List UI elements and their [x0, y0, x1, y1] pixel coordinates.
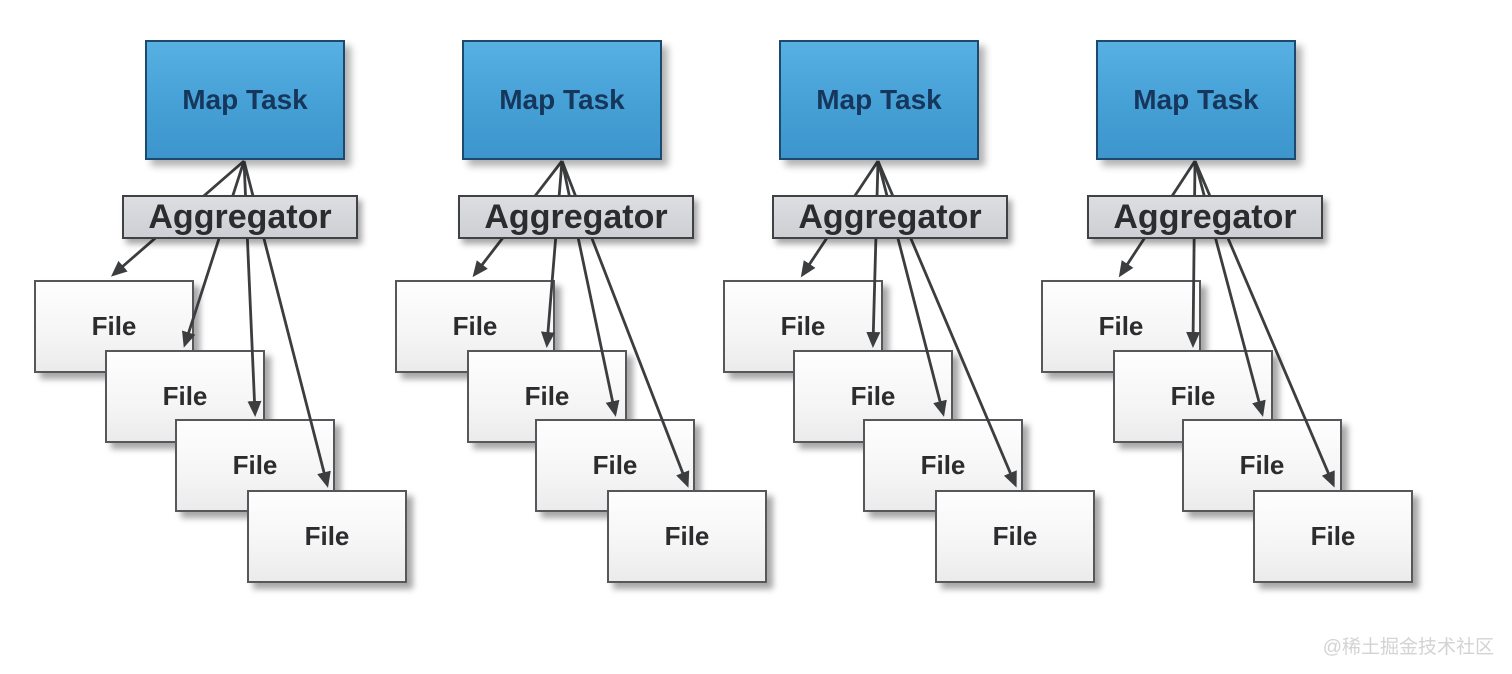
aggregator-box: Aggregator — [122, 195, 358, 239]
map-task-box: Map Task — [779, 40, 979, 160]
aggregator-box: Aggregator — [458, 195, 694, 239]
file-box: File — [607, 490, 767, 583]
file-box: File — [247, 490, 407, 583]
file-box: File — [1253, 490, 1413, 583]
watermark-text: @稀土掘金技术社区 — [1322, 637, 1494, 658]
map-task-box: Map Task — [462, 40, 662, 160]
map-task-box: Map Task — [1096, 40, 1296, 160]
aggregator-box: Aggregator — [772, 195, 1008, 239]
file-box: File — [935, 490, 1095, 583]
aggregator-box: Aggregator — [1087, 195, 1323, 239]
map-task-box: Map Task — [145, 40, 345, 160]
